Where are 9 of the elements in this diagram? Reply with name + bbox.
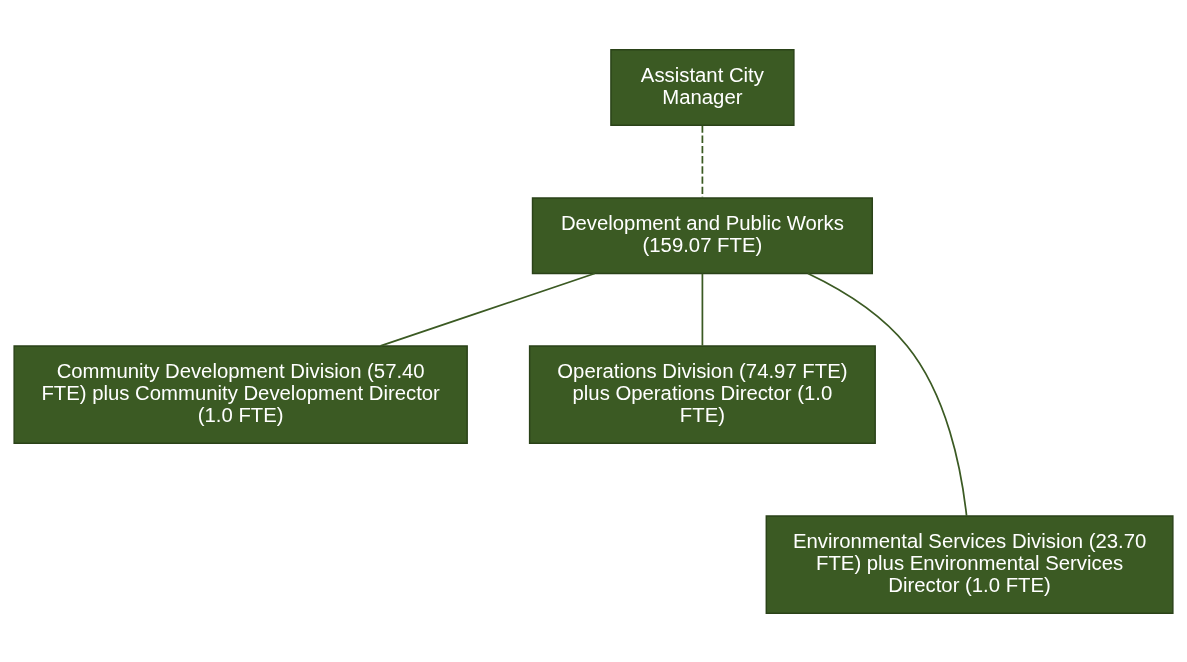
node-box: Assistant City Manager [610,48,795,126]
node-box: Environmental Services Division (23.70 FTE) plus Environmental Services Director (1.0 FTE) [765,514,1174,614]
connector [701,124,704,198]
node-box: Operations Division (74.97 FTE) plus Operations Director (1.0 FTE) [528,344,876,444]
node-box: Development and Public Works (159.07 FTE) [531,196,873,274]
connector [379,272,596,347]
connector [701,272,704,346]
node-box: Community Development Division (57.40 FTE) plus Community Development Director (1.0 FTE) [13,344,468,444]
connector [807,272,968,517]
